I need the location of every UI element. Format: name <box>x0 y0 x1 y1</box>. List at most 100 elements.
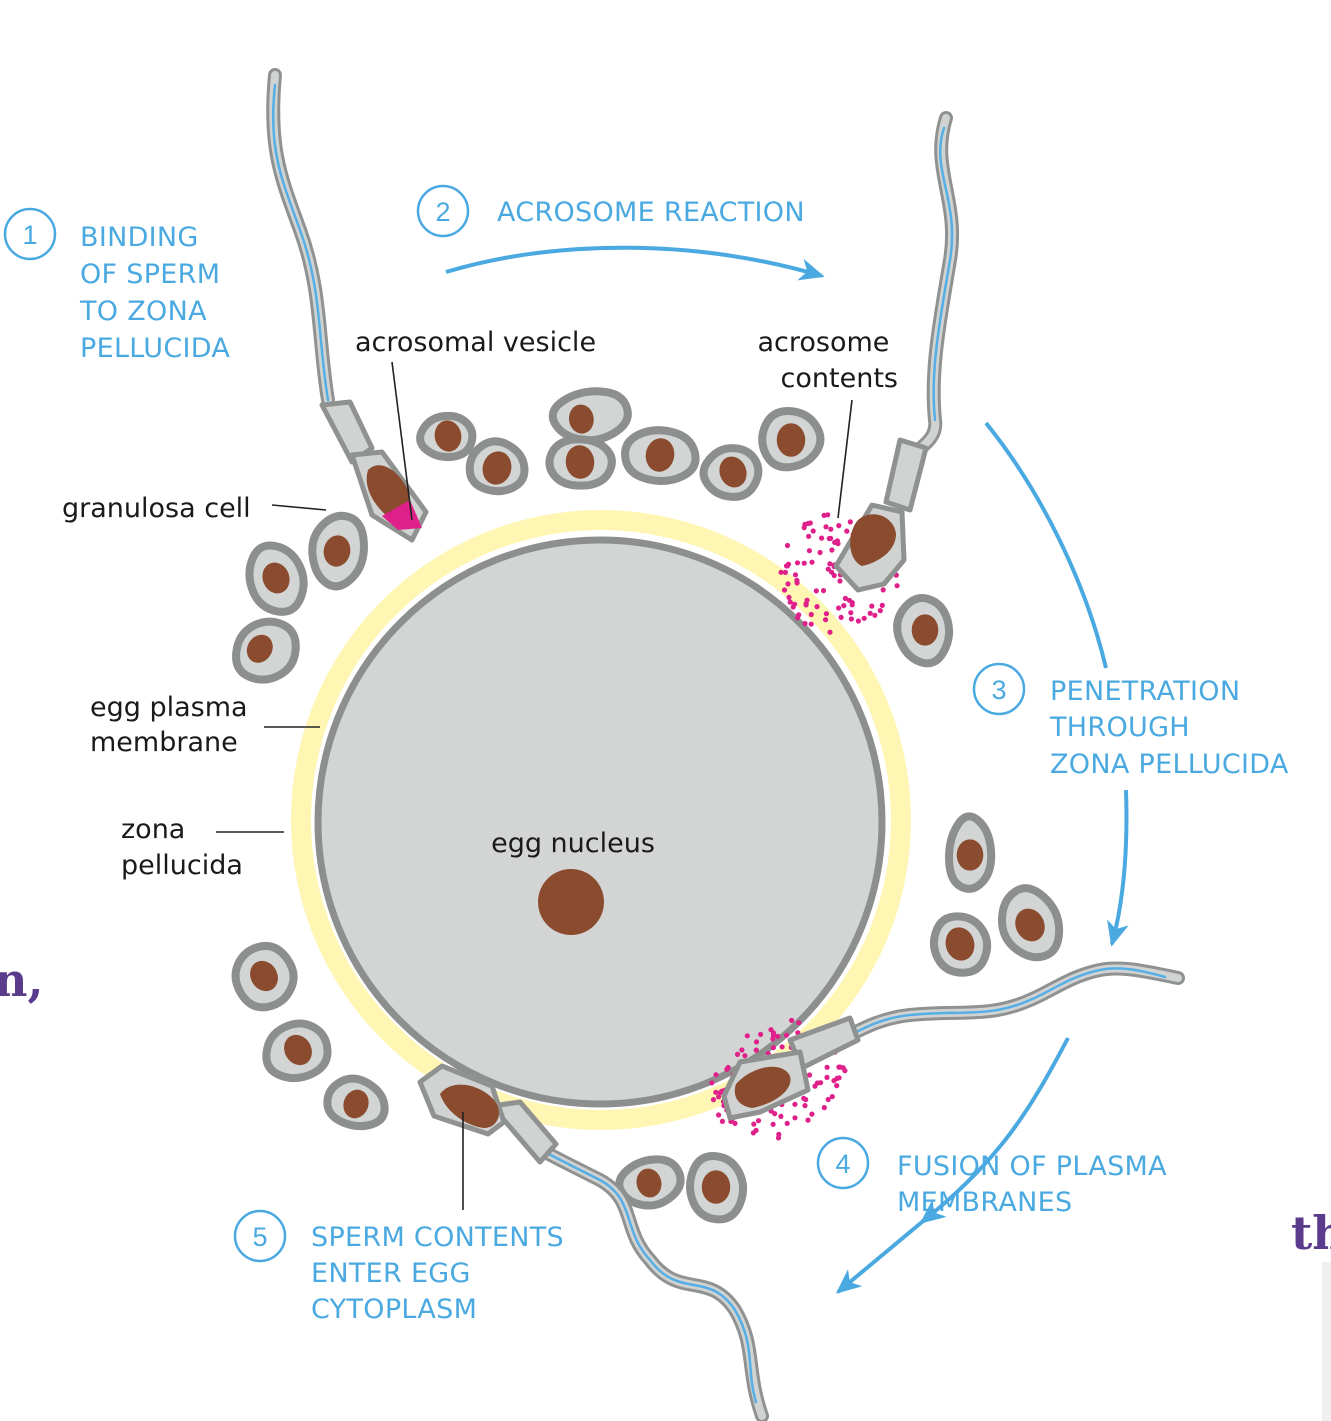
acrosome-content-dot <box>792 572 799 578</box>
acrosome-content-dot <box>732 1120 738 1126</box>
step-5-label: SPERM CONTENTS ENTER EGG CYTOPLASM <box>311 1222 573 1325</box>
acrosome-content-dot <box>755 1118 762 1124</box>
acrosome-content-dot <box>806 548 813 554</box>
acrosome-content-dot <box>810 528 816 534</box>
granulosa-cell-nucleus <box>246 634 273 663</box>
acrosome-content-dot <box>823 611 830 617</box>
granulosa-cell <box>465 437 529 496</box>
granulosa-cell-nucleus <box>701 1170 731 1204</box>
granulosa-cell-nucleus <box>250 960 278 992</box>
acrosome-content-dot <box>814 604 820 610</box>
acrosome-content-dot <box>879 602 885 609</box>
granulosa-cell <box>232 617 300 684</box>
step-4-badge <box>816 1136 870 1190</box>
granulosa-cell <box>262 1019 332 1083</box>
granulosa-cell-nucleus <box>719 456 747 488</box>
acrosome-content-dot <box>855 618 862 624</box>
acrosome-content-dot <box>806 1072 813 1078</box>
acrosome-content-dot <box>867 610 873 616</box>
acrosome-content-dot <box>787 599 793 605</box>
acrosome-content-dot <box>825 512 831 518</box>
acrosome-content-dot <box>792 601 798 607</box>
step-2-label: ACROSOME REACTION <box>497 197 805 228</box>
granulosa-cell-nucleus <box>284 1034 312 1066</box>
step-1-number: 1 <box>22 220 37 250</box>
granulosa-cell-nucleus <box>776 423 806 457</box>
egg-plasma-membrane-label: egg plasma membrane <box>90 692 256 758</box>
acrosome-content-dot <box>794 577 800 584</box>
egg-nucleus-label: egg nucleus <box>491 828 655 859</box>
step-3: 3 PENETRATION THROUGH ZONA PELLUCIDA <box>972 662 1289 780</box>
granulosa-cell-nucleus <box>482 451 512 485</box>
acrosome-content-dot <box>784 1120 790 1126</box>
acrosome-content-dot <box>802 1103 808 1109</box>
granulosa-cell <box>245 541 308 616</box>
acrosome-content-dot <box>725 1064 731 1071</box>
acrosome-content-dot <box>827 561 833 567</box>
acrosome-content-dot <box>825 1096 831 1103</box>
acrosome-content-dot <box>803 601 809 607</box>
acrosome-content-dot <box>823 524 829 530</box>
acrosome-content-dot <box>778 1113 784 1119</box>
acrosome-content-dot <box>828 535 834 542</box>
acrosome-content-dot <box>808 611 814 618</box>
acrosome-content-dot <box>716 1094 722 1100</box>
acrosome-content-dot <box>842 595 849 602</box>
granulosa-cell <box>308 511 368 591</box>
page-fragment-right: th <box>1291 1206 1331 1260</box>
granulosa-cell <box>998 884 1064 962</box>
acrosome-content-dot <box>808 621 814 627</box>
acrosome-content-dot <box>796 1020 802 1026</box>
granulosa-cell <box>893 594 954 668</box>
acrosome-content-dot <box>758 1031 764 1037</box>
acrosome-content-dot <box>809 1111 815 1117</box>
acrosome-content-dot <box>753 1039 760 1045</box>
acrosome-content-dot <box>753 1047 759 1053</box>
acrosome-content-dot <box>872 612 878 618</box>
granulosa-cells <box>231 387 1064 1224</box>
acrosome-content-dot <box>778 569 784 575</box>
granulosa-cell-nucleus <box>911 614 939 646</box>
step-3-number: 3 <box>991 675 1006 705</box>
step-2: 2 ACROSOME REACTION <box>416 184 805 238</box>
granulosa-cell <box>758 407 825 472</box>
acrosome-content-dot <box>792 1101 798 1107</box>
acrosome-content-dot <box>775 1033 781 1039</box>
step-2-number: 2 <box>435 197 450 227</box>
granulosa-cell <box>545 435 616 490</box>
leader-lines <box>216 361 853 1210</box>
acrosome-content-dot <box>802 620 808 627</box>
granulosa-cell <box>621 426 700 485</box>
acrosome-content-dot <box>805 1117 811 1123</box>
step-1: 1 BINDING OF SPERM TO ZONA PELLUCIDA <box>3 207 230 364</box>
page-edge-shadow <box>1322 1262 1331 1421</box>
step-4-label: FUSION OF PLASMA MEMBRANES <box>897 1151 1176 1218</box>
granulosa-cell-nucleus <box>568 404 594 434</box>
acrosome-content-dot <box>809 559 815 565</box>
egg-cell <box>314 536 886 1108</box>
acrosome-content-dot <box>819 535 825 541</box>
granulosa-cell <box>945 812 996 893</box>
sperm-binding <box>266 68 429 543</box>
granulosa-cell-nucleus <box>636 1168 662 1198</box>
acrosome-content-dot <box>829 547 835 553</box>
acrosome-content-dot <box>751 1121 757 1127</box>
acrosome-content-dot <box>753 1127 759 1133</box>
acrosome-contents-label: acrosome contents <box>757 327 898 394</box>
granulosa-cell <box>323 1074 389 1131</box>
granulosa-cell <box>548 387 632 445</box>
granulosa-cell <box>699 444 763 501</box>
acrosome-content-dot <box>792 1115 798 1121</box>
acrosome-content-dot <box>785 561 792 567</box>
acrosome-content-dot <box>834 538 841 544</box>
granulosa-cell-nucleus <box>645 438 675 472</box>
acrosome-content-dot <box>785 581 791 587</box>
acrosome-content-dot <box>742 1053 748 1059</box>
acrosome-content-dot <box>836 523 842 529</box>
acrosome-content-dot <box>894 583 900 589</box>
acrosome-content-dot <box>802 521 808 527</box>
acrosome-content-dot <box>784 542 791 549</box>
acrosome-content-dot <box>734 1051 741 1057</box>
step-2-badge <box>416 184 470 238</box>
acrosome-content-dot <box>739 1047 745 1053</box>
